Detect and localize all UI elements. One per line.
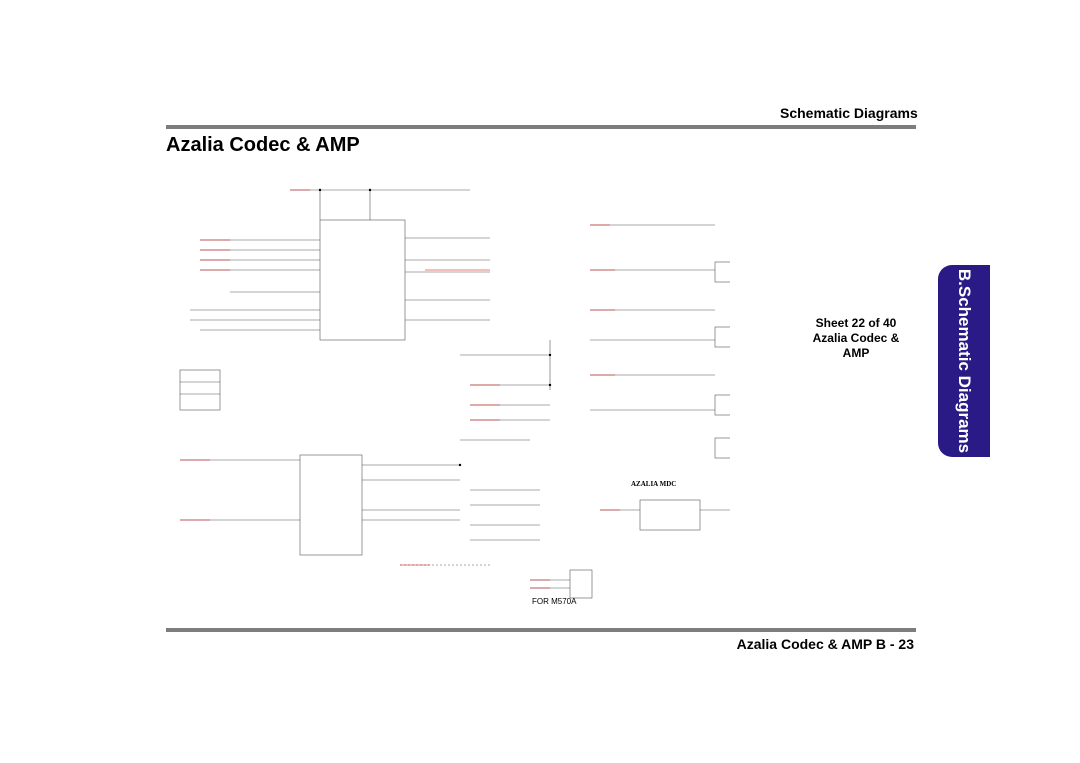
page-footer: Azalia Codec & AMP B - 23: [736, 636, 914, 652]
azalia-mdc-label: AZALIA MDC: [631, 480, 677, 488]
sheet-title-2: AMP: [842, 346, 870, 360]
sheet-number: Sheet 22 of 40: [815, 316, 897, 330]
sheet-label: Sheet 22 of 40 Azalia Codec & AMP: [800, 316, 912, 361]
sheet-title-1: Azalia Codec &: [812, 331, 900, 345]
header-rule: [166, 125, 916, 129]
side-tab-label: B.Schematic Diagrams: [955, 268, 974, 454]
section-header: Schematic Diagrams: [780, 105, 918, 121]
schematic-diagram: [179, 188, 730, 599]
for-board-label: FOR M570A: [532, 597, 577, 606]
page-title: Azalia Codec & AMP: [166, 134, 360, 156]
side-tab: B.Schematic Diagrams: [938, 265, 990, 457]
footer-rule: [166, 628, 916, 632]
